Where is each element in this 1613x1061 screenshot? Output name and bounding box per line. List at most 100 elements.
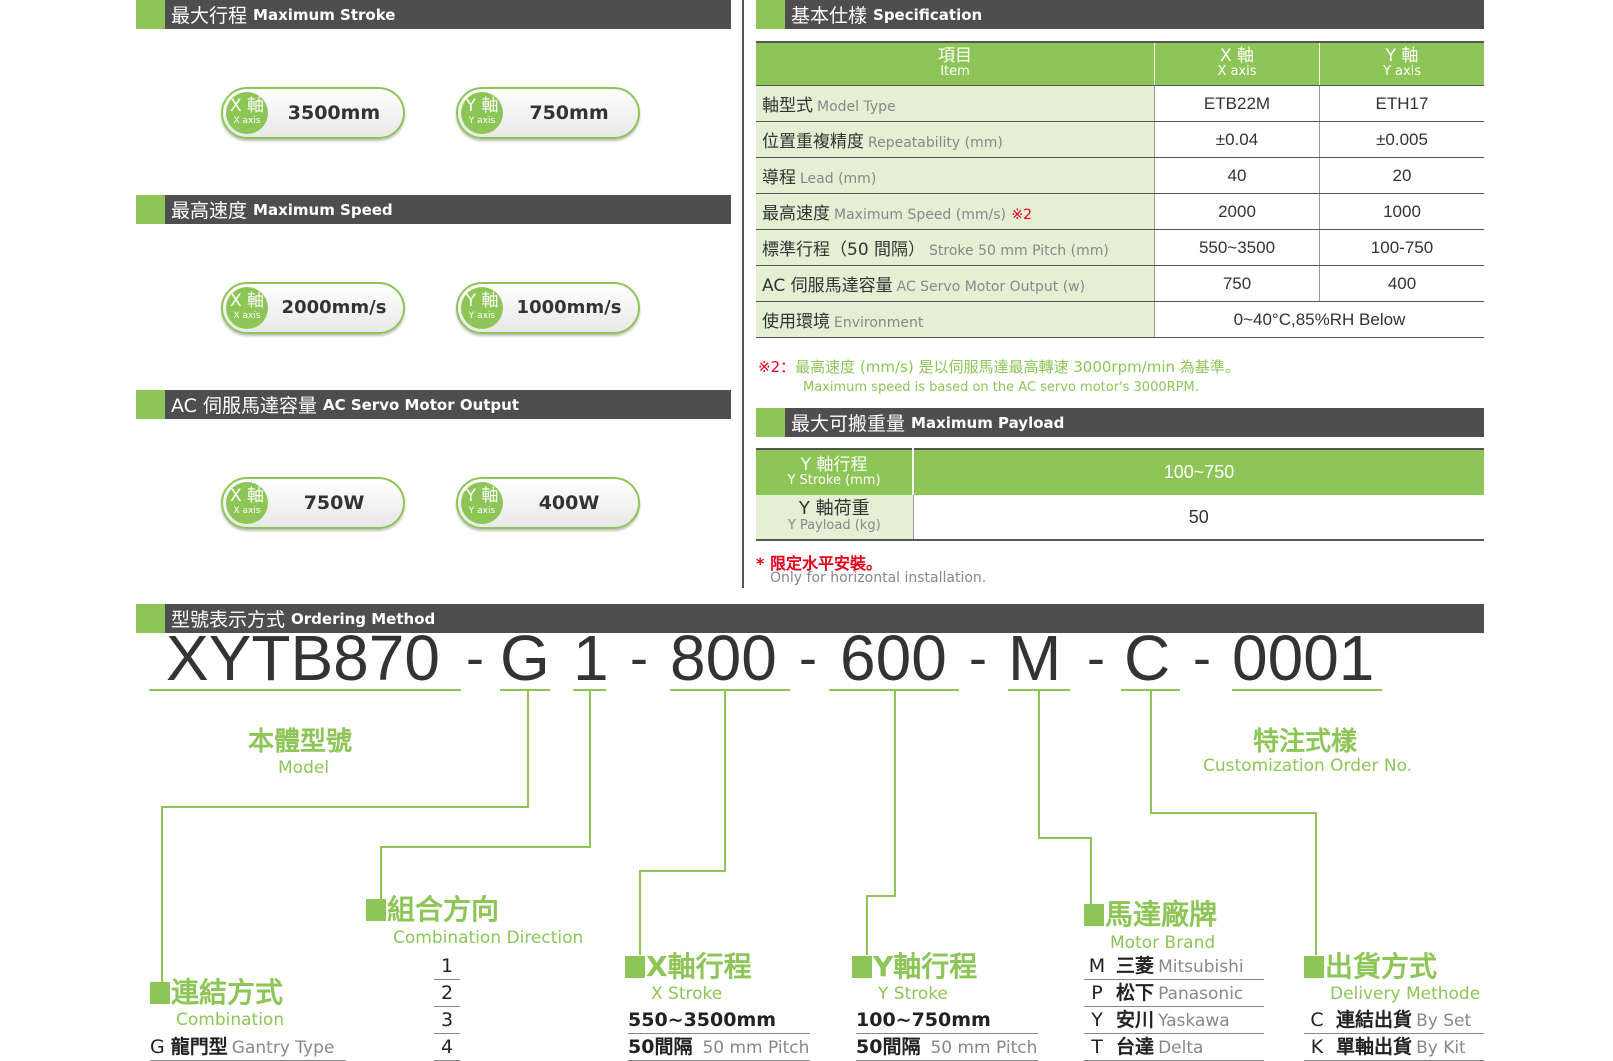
underline-dir (573, 689, 606, 691)
motor-subtitle: Motor Brand (1110, 933, 1216, 953)
ordering-header: 型號表示方式 Ordering Method (136, 604, 1484, 633)
stroke-x-value: 3500mm (287, 102, 381, 124)
code-ship: C (1124, 622, 1171, 694)
direction-subtitle: Combination Direction (393, 928, 584, 948)
stroke-title-en: Maximum Stroke (253, 5, 396, 24)
code-xstroke: 800 (670, 622, 777, 694)
ordering-title-en: Ordering Method (291, 609, 436, 628)
code-dash: - (1193, 628, 1211, 688)
payload-title-zh: 最大可搬重量 (791, 413, 906, 435)
payload-header: 最大可搬重量 Maximum Payload (756, 408, 1484, 437)
servo-title-zh: AC 伺服馬達容量 (171, 395, 317, 417)
ystroke-range: 100~750mm (856, 1007, 1038, 1034)
table-row: 標準行程（50 間隔）Stroke 50 mm Pitch (mm) 550~3… (756, 229, 1484, 266)
code-dash: - (799, 628, 817, 688)
payload-title-en: Maximum Payload (911, 413, 1065, 432)
underline-g (500, 689, 550, 691)
underline-model (149, 689, 461, 691)
direction-item: 1 (434, 953, 460, 980)
direction-item: 2 (434, 980, 460, 1007)
note-mark: ※2 (1011, 207, 1033, 223)
payload-note: * 限定水平安裝。 (756, 554, 882, 573)
direction-title: 組合方向 (366, 895, 499, 925)
code-dash: - (969, 628, 987, 688)
payload-note-en: Only for horizontal installation. (770, 570, 987, 586)
direction-item: 3 (434, 1007, 460, 1034)
speed-title-en: Maximum Speed (253, 200, 393, 219)
code-dash: - (630, 628, 648, 688)
spec-header: 基本仕樣 Specification (756, 0, 1484, 29)
xstroke-subtitle: X Stroke (651, 984, 723, 1004)
spec-title-en: Specification (873, 5, 983, 24)
delivery-subtitle: Delivery Methode (1330, 984, 1481, 1004)
xstroke-title: X軸行程 (625, 952, 752, 982)
code-dash: - (1087, 628, 1105, 688)
spec-footnote-en: Maximum speed is based on the AC servo m… (803, 380, 1199, 395)
code-custom: 0001 (1232, 622, 1375, 694)
underline-motor (1008, 689, 1070, 691)
speed-y-value: 1000mm/s (516, 297, 622, 318)
delivery-title: 出貨方式 (1304, 952, 1437, 982)
column-divider (742, 0, 744, 588)
speed-header: 最高速度 Maximum Speed (136, 195, 731, 224)
model-label: 本體型號 (248, 727, 353, 757)
underline-ystroke (829, 689, 959, 691)
underline-ship (1121, 689, 1180, 691)
custom-label: 特注式樣 (1253, 727, 1358, 757)
code-motor: M (1008, 622, 1062, 694)
code-g: G (500, 622, 550, 694)
spec-footnote: ※2：最高速度 (mm/s) 是以伺服馬達最高轉速 3000rpm/min 為基… (758, 358, 1240, 376)
servo-title-en: AC Servo Motor Output (322, 395, 520, 414)
custom-label-en: Customization Order No. (1203, 756, 1413, 776)
underline-custom (1232, 689, 1382, 691)
servo-y-value: 400W (538, 492, 600, 514)
xstroke-range: 550~3500mm (628, 1007, 810, 1034)
model-label-en: Model (278, 758, 330, 778)
speed-x-value: 2000mm/s (281, 297, 387, 318)
stroke-header: 最大行程 Maximum Stroke (136, 0, 731, 29)
speed-title-zh: 最高速度 (171, 200, 248, 222)
ystroke-title: Y軸行程 (852, 952, 977, 982)
stroke-title-zh: 最大行程 (171, 5, 248, 27)
combination-title: 連結方式 (150, 978, 283, 1008)
code-model: XYTB870 (166, 622, 440, 694)
underline-xstroke (670, 689, 790, 691)
ystroke-subtitle: Y Stroke (878, 984, 948, 1004)
motor-title: 馬達廠牌 (1084, 900, 1217, 930)
stroke-y-value: 750mm (529, 102, 609, 124)
code-direction: 1 (573, 622, 609, 694)
code-ystroke: 600 (840, 622, 947, 694)
ordering-title-zh: 型號表示方式 (171, 609, 286, 631)
combination-subtitle: Combination (176, 1010, 285, 1030)
